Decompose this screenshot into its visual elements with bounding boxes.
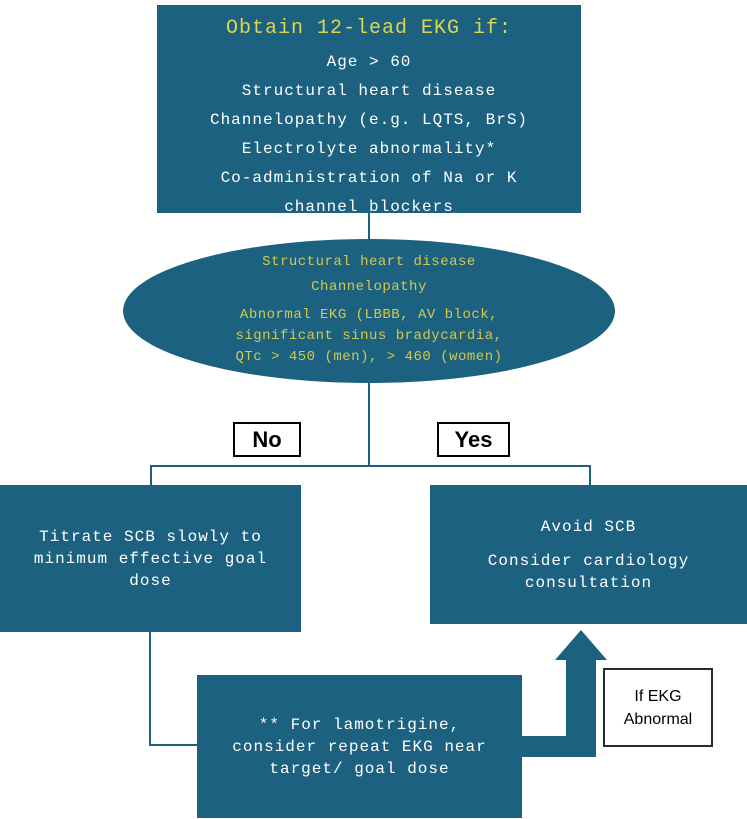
branch-drop-right <box>589 465 591 485</box>
lamotrigine-text: ** For lamotrigine, consider repeat EKG … <box>232 715 487 778</box>
lamotrigine-box: ** For lamotrigine, consider repeat EKG … <box>197 675 522 818</box>
ekg-criteria-title: Obtain 12-lead EKG if: <box>225 17 513 40</box>
branch-drop-left <box>150 465 152 485</box>
criterion-coadministration: Co-administration of Na or K channel blo… <box>220 169 518 216</box>
criterion-electrolyte: Electrolyte abnormality* <box>241 140 497 158</box>
connector-leftbox-horizontal <box>149 744 198 746</box>
ellipse-structural-heart-disease: Structural heart disease <box>262 254 476 270</box>
branch-horizontal-line <box>150 465 591 467</box>
connector-topbox-to-ellipse <box>368 213 370 239</box>
if-ekg-abnormal-note: If EKG Abnormal <box>603 668 713 747</box>
criterion-channelopathy: Channelopathy (e.g. LQTS, BrS) <box>209 111 529 129</box>
criterion-age: Age > 60 <box>326 53 412 71</box>
feedback-arrow-vertical <box>566 659 596 757</box>
avoid-scb-text: Avoid SCB <box>540 517 637 536</box>
titrate-scb-box: Titrate SCB slowly to minimum effective … <box>0 485 301 632</box>
connector-leftbox-vertical <box>149 632 151 746</box>
no-branch-label: No <box>233 422 301 457</box>
decision-ellipse: Structural heart disease Channelopathy A… <box>123 239 615 383</box>
criterion-structural-heart-disease: Structural heart disease <box>241 82 497 100</box>
cardiology-consultation-text: Consider cardiology consultation <box>487 551 690 592</box>
if-ekg-abnormal-text: If EKG Abnormal <box>623 687 693 728</box>
ellipse-channelopathy: Channelopathy <box>311 279 427 295</box>
feedback-arrow-up-icon <box>555 630 607 660</box>
avoid-scb-box: Avoid SCB Consider cardiology consultati… <box>430 485 747 624</box>
yes-branch-label: Yes <box>437 422 510 457</box>
ellipse-abnormal-ekg: Abnormal EKG (LBBB, AV block, significan… <box>235 307 503 365</box>
ekg-criteria-box: Obtain 12-lead EKG if: Age > 60 Structur… <box>157 5 581 216</box>
titrate-scb-text: Titrate SCB slowly to minimum effective … <box>33 527 268 590</box>
connector-ellipse-to-branch <box>368 383 370 467</box>
